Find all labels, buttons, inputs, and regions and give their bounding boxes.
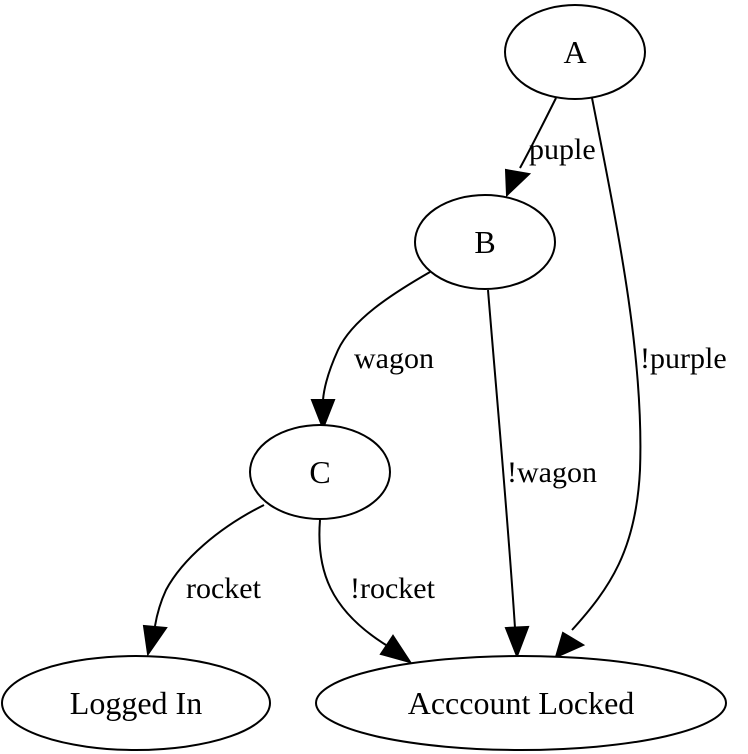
edge-label-not-wagon: !wagon (507, 456, 597, 489)
edge-line (487, 289, 516, 629)
edge-line (154, 504, 265, 627)
arrowhead (310, 399, 336, 431)
node-a: A (504, 4, 646, 100)
edge-label-rocket: rocket (186, 572, 262, 605)
edge-label-not-purple: !purple (640, 342, 727, 375)
edge-line (519, 97, 557, 169)
edge-a-to-account-locked: !purple (554, 97, 727, 659)
edge-b-to-c: wagon (310, 271, 434, 431)
arrowhead (379, 634, 413, 664)
node-b: B (414, 194, 556, 290)
node-c-label: C (309, 454, 330, 490)
edge-b-to-account-locked: !wagon (487, 289, 597, 659)
edge-line (322, 271, 431, 401)
node-logged-in-shape (1, 655, 271, 751)
node-b-shape (414, 194, 556, 290)
edge-c-to-logged-in: rocket (142, 504, 265, 657)
arrowhead (504, 168, 532, 198)
arrowhead (504, 625, 530, 659)
arrowhead (142, 624, 168, 657)
edge-line (571, 97, 642, 631)
node-c-shape (249, 424, 391, 520)
edge-a-to-b: puple (504, 97, 596, 198)
node-logged-in-label: Logged In (70, 685, 202, 721)
node-logged-in: Logged In (1, 655, 271, 751)
edge-label-wagon: wagon (354, 342, 434, 375)
node-a-label: A (563, 34, 586, 70)
edge-c-to-account-locked: !rocket (318, 519, 436, 664)
node-b-label: B (474, 224, 495, 260)
node-account-locked-label: Acccount Locked (408, 685, 635, 721)
edge-line (318, 519, 387, 646)
node-account-locked-shape (315, 655, 727, 751)
arrowhead (554, 631, 586, 659)
node-c: C (249, 424, 391, 520)
node-a-shape (504, 4, 646, 100)
node-account-locked: Acccount Locked (315, 655, 727, 751)
edge-label-not-rocket: !rocket (350, 572, 436, 605)
edge-label-puple: puple (529, 133, 596, 166)
